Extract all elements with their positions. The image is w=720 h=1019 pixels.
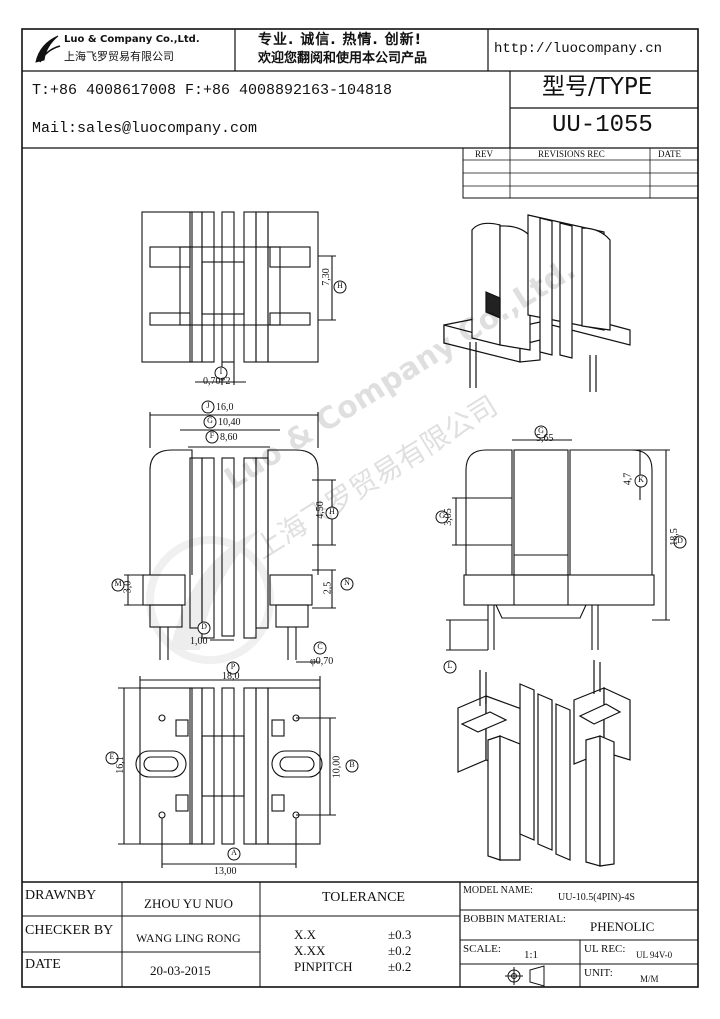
model-name-label: MODEL NAME:	[463, 885, 533, 896]
dim-bottom-width-2: 13,00	[214, 866, 237, 877]
bottom-view	[118, 676, 336, 868]
rev-col-header: REV	[475, 149, 493, 159]
callout-e: E	[109, 752, 115, 761]
callout-d: D	[201, 622, 207, 631]
dim-front-pin-dia: φ0,70	[310, 656, 334, 667]
drawn-by-label: DRAWNBY	[25, 888, 97, 903]
dim-front-height-3: 3,0	[122, 580, 134, 594]
callout-i: I	[219, 367, 223, 376]
unit-label: UNIT:	[584, 967, 613, 979]
revisions-rec-col-header: REVISIONS REC	[538, 149, 605, 159]
callout-h-front: H	[329, 507, 335, 516]
dim-top-pin: 0,70*2	[203, 376, 231, 387]
dim-front-width-1: 16,0	[216, 402, 234, 413]
welcome-text: 欢迎您翻阅和使用本公司产品	[258, 51, 428, 66]
tolerance-label: TOLERANCE	[322, 890, 405, 905]
callout-a: A	[231, 848, 237, 857]
ul-rec-value: UL 94V-0	[636, 950, 673, 960]
top-view	[141, 211, 336, 385]
callout-b: B	[349, 760, 355, 769]
type-value: UU-1055	[552, 112, 653, 139]
company-name-cn: 上海飞罗贸易有限公司	[64, 50, 174, 63]
callout-h-top: H	[337, 281, 343, 290]
checker-value: WANG LING RONG	[136, 931, 241, 945]
callout-n: N	[344, 578, 350, 587]
contact-phone: T:+86 4008617008 F:+86 4008892163-104818	[32, 82, 393, 99]
dim-bottom-height-1: 16,1	[114, 756, 126, 774]
projection-symbol-icon	[505, 965, 545, 987]
dim-front-height-1: 4,50	[314, 501, 326, 519]
front-view	[124, 412, 336, 663]
callout-p: P	[230, 662, 236, 671]
dim-front-width-2: 10,40	[218, 417, 241, 428]
callout-f: F	[209, 431, 215, 440]
type-label: 型号/TYPE	[542, 74, 653, 100]
callout-d-side: D	[677, 536, 683, 545]
contact-email[interactable]: Mail:sales@luocompany.com	[32, 120, 258, 137]
bobbin-material-value: PHENOLIC	[590, 919, 655, 934]
date-label: DATE	[25, 957, 61, 972]
checker-label: CHECKER BY	[25, 923, 114, 938]
sheet-border	[21, 28, 699, 988]
company-name-en: Luo & Company Co.,Ltd.	[64, 34, 200, 45]
website-link[interactable]: http://luocompany.cn	[494, 41, 663, 57]
callout-k: K	[638, 475, 644, 484]
tol-val-0: ±0.3	[388, 927, 412, 942]
model-name-value: UU-10.5(4PIN)-4S	[558, 892, 635, 903]
scale-label: SCALE:	[463, 943, 501, 955]
dim-top-height: 7,30	[320, 268, 332, 286]
callout-j: J	[206, 401, 210, 410]
callout-c: C	[317, 642, 323, 651]
tol-val-1: ±0.2	[388, 943, 412, 958]
dim-bottom-height-2: 10,00	[331, 755, 343, 779]
dim-front-height-2: 2,5	[322, 581, 334, 595]
unit-value: M/M	[640, 974, 659, 984]
company-logo-icon	[35, 35, 61, 63]
date-value: 20-03-2015	[150, 963, 211, 978]
tol-val-2: ±0.2	[388, 959, 412, 974]
tol-key-1: X.XX	[294, 943, 326, 958]
date-col-header: DATE	[658, 149, 681, 159]
callout-l: L	[447, 661, 453, 670]
iso-view-bottom	[457, 660, 631, 867]
side-view	[446, 439, 670, 651]
ul-rec-label: UL REC:	[584, 943, 626, 955]
bobbin-material-label: BOBBIN MATERIAL:	[463, 913, 566, 925]
callout-m: M	[114, 579, 122, 588]
dim-front-width-3: 8,60	[220, 432, 238, 443]
callout-markers	[105, 280, 687, 861]
dim-front-pin-gap: 1,00	[190, 636, 208, 647]
callout-g: G	[207, 416, 213, 425]
dim-bottom-width-1: 18,0	[222, 671, 240, 682]
dim-side-width: 5,65	[536, 433, 554, 444]
drawn-by-value: ZHOU YU NUO	[144, 896, 234, 911]
callout-o-side: G	[439, 511, 445, 520]
iso-view-top	[443, 214, 631, 392]
callout-g-side: G	[538, 426, 544, 435]
tol-key-0: X.X	[294, 927, 317, 942]
scale-value: 1:1	[524, 949, 539, 961]
tol-key-2: PINPITCH	[294, 959, 353, 974]
slogan: 专业. 诚信. 热情. 创新!	[258, 32, 422, 48]
dim-side-height-1: 4,7	[622, 472, 634, 486]
